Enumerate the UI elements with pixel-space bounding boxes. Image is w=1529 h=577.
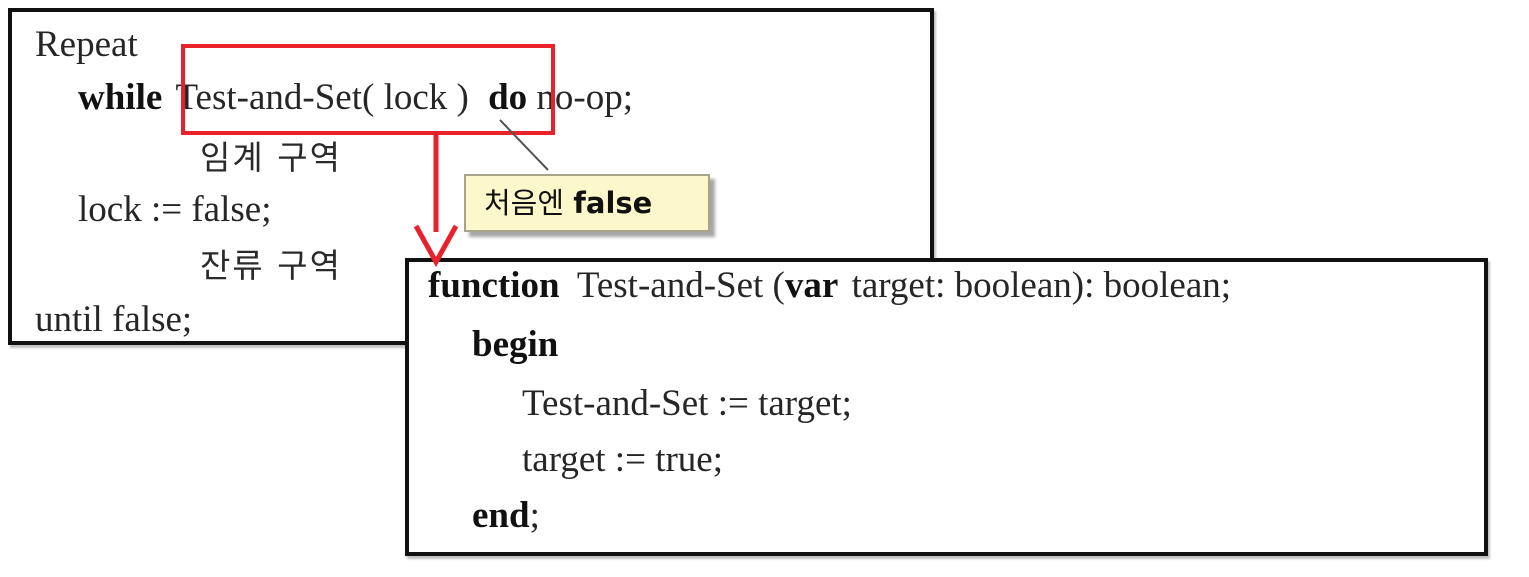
critical-section-label: 임계 구역 bbox=[200, 138, 342, 177]
function-signature-line: function Test-and-Set (var target: boole… bbox=[428, 266, 1231, 306]
call-highlight-box bbox=[181, 44, 555, 135]
repeat-keyword: Repeat bbox=[35, 24, 138, 65]
callout-text-false: false bbox=[573, 186, 653, 220]
test-and-set-call: Test-and-Set( lock ) bbox=[175, 77, 469, 118]
red-arrow-head bbox=[413, 224, 459, 268]
until-line: until false; bbox=[35, 299, 193, 340]
initial-value-callout: 처음엔 false bbox=[464, 174, 710, 232]
repeat-line: Repeat bbox=[35, 25, 138, 65]
lock-reset-line: lock := false; bbox=[78, 189, 272, 230]
function-params: target: boolean): boolean; bbox=[851, 265, 1232, 306]
assign-result-line: Test-and-Set := target; bbox=[522, 383, 852, 424]
end-line: end; bbox=[472, 496, 540, 536]
end-semicolon: ; bbox=[529, 495, 540, 536]
function-code-box bbox=[405, 258, 1488, 556]
while-keyword: while bbox=[78, 77, 163, 118]
function-name: Test-and-Set ( bbox=[576, 265, 785, 306]
assign-target-line: target := true; bbox=[522, 439, 724, 480]
function-keyword: function bbox=[428, 265, 560, 306]
remainder-section-label: 잔류 구역 bbox=[200, 246, 342, 285]
var-keyword: var bbox=[784, 265, 839, 306]
end-keyword: end bbox=[472, 495, 530, 536]
begin-keyword: begin bbox=[472, 324, 559, 365]
callout-pointer-line bbox=[499, 119, 549, 171]
begin-line: begin bbox=[472, 325, 558, 365]
callout-text-korean: 처음엔 bbox=[484, 186, 565, 220]
do-keyword: do bbox=[488, 77, 528, 118]
